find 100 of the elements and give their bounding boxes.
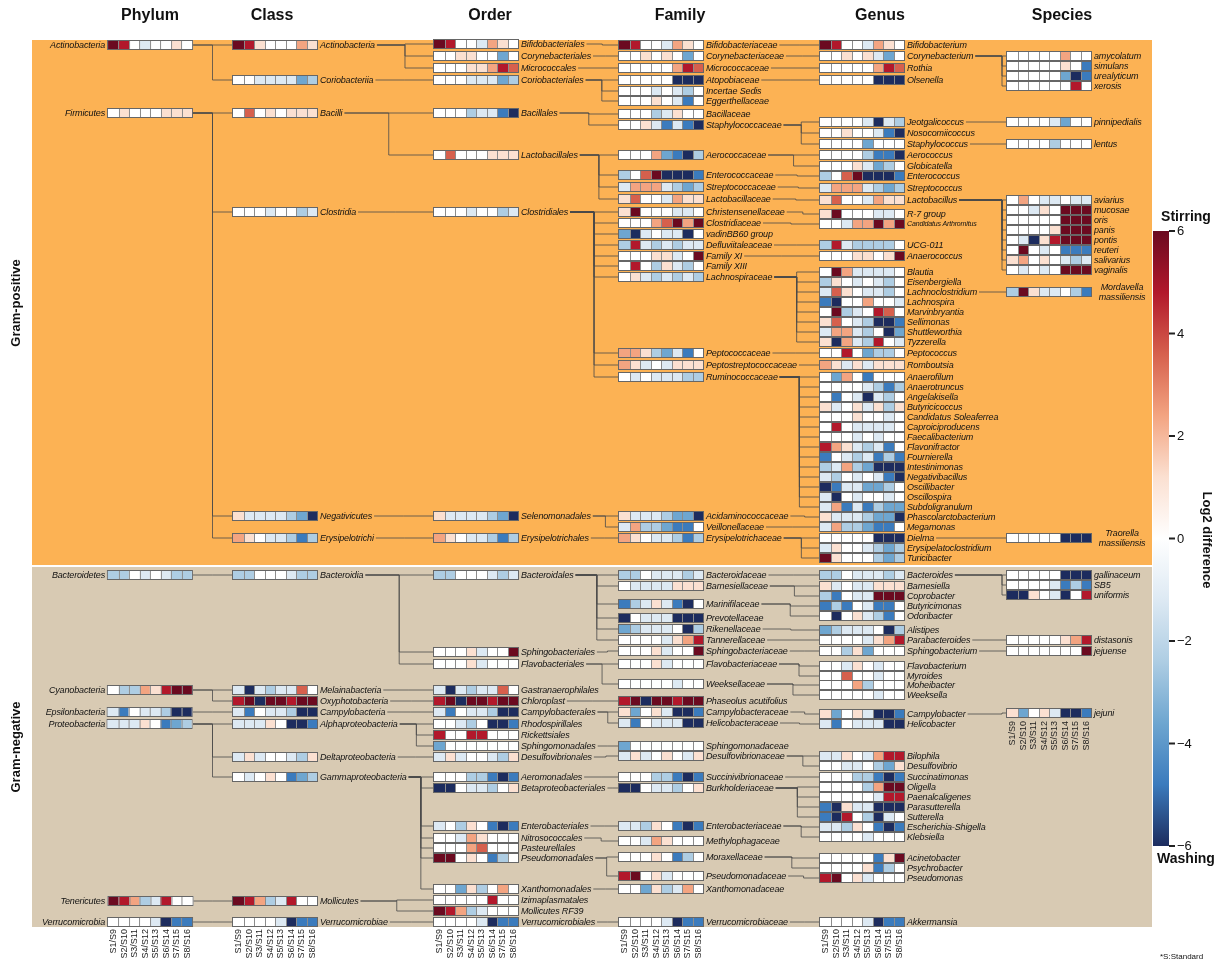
- sample-label: S8/S16: [306, 929, 317, 959]
- tree-connector: [769, 585, 820, 597]
- column-header: Genus: [855, 6, 905, 24]
- scale-title: Log2 difference: [1200, 491, 1215, 589]
- tree-connector: [192, 44, 233, 81]
- column-header: Family: [654, 6, 706, 24]
- tree-connector: [777, 186, 820, 189]
- taxon-label: Dielma: [907, 533, 935, 543]
- sample-label: S2/S10: [444, 929, 455, 959]
- tree-connector: [967, 712, 1007, 715]
- sample-label: S1/S9: [233, 929, 243, 954]
- taxon-label: Romboutsia: [907, 360, 954, 370]
- taxon-label: Bacteroidia: [320, 570, 364, 580]
- sample-label: S3/S11: [254, 929, 264, 958]
- taxon-label: Coriobacteriia: [320, 75, 374, 85]
- taxon-label: Aeromonadales: [521, 772, 583, 782]
- taxon-label: Clostridiales: [521, 207, 569, 217]
- taxon-label: Aerococcus: [907, 150, 953, 160]
- tree-connector: [375, 79, 434, 81]
- taxon-label: Mollicutes RF39: [521, 906, 584, 916]
- taxon-label: Desulfovibrionales: [521, 752, 592, 762]
- tree-connector: [765, 526, 820, 528]
- tree-connector: [344, 112, 434, 156]
- band-label: Gram-positive: [8, 258, 24, 347]
- taxon-label: Rickettsiales: [521, 730, 570, 740]
- taxon-label: gallinaceum: [1094, 570, 1141, 580]
- taxon-label: Helicobacteraceae: [706, 718, 778, 728]
- column-header: Class: [250, 6, 294, 24]
- taxon-label: amycolatum: [1094, 51, 1142, 61]
- taxon-label: aviarius: [1094, 195, 1124, 205]
- tree-connector: [766, 639, 820, 641]
- taxon-label: Erysipelotrichales: [521, 533, 589, 543]
- taxon-label: Enterobacteriaceae: [706, 821, 782, 831]
- taxon-label: jejuense: [1094, 646, 1127, 656]
- taxon-label: Sphingomonadaceae: [706, 741, 789, 751]
- taxon-label: Selenomonadales: [521, 511, 591, 521]
- tree-connector: [575, 574, 619, 641]
- taxon-label: Izimaplasmatales: [521, 895, 589, 905]
- taxon-label: Bacteroidales: [521, 570, 574, 580]
- tree-connector: [559, 112, 619, 126]
- taxon-label: Coriobacteriales: [521, 75, 584, 85]
- taxon-label: Peptococcus: [907, 348, 957, 358]
- tree-connector: [590, 825, 619, 827]
- tree-connector: [789, 515, 820, 518]
- taxon-label: Campylobacteraceae: [706, 707, 789, 717]
- taxon-label: Succinatimonas: [907, 772, 969, 782]
- tree-connector: [783, 124, 820, 145]
- tree-connector: [192, 723, 233, 778]
- taxon-label: Anaerotruncus: [907, 382, 964, 392]
- taxon-label: Anaerococcus: [907, 251, 963, 261]
- taxon-label: Akkermansia: [907, 917, 958, 927]
- tree-connector: [386, 711, 434, 713]
- tree-connector: [590, 537, 619, 539]
- taxon-label: Peptococcaceae: [706, 348, 771, 358]
- sample-label: S2/S10: [118, 929, 129, 959]
- tree-connector: [978, 291, 1007, 293]
- taxon-label: Verrucomicrobiales: [521, 917, 595, 927]
- tree-connector: [592, 515, 619, 528]
- taxon-label: R-7 group: [907, 209, 946, 219]
- taxon-label: Betaproteobacteriales: [521, 783, 606, 793]
- taxon-label: Micrococcales: [521, 63, 577, 73]
- column-header: Species: [1031, 6, 1093, 24]
- taxon-label: Cyanobacteria: [48, 685, 105, 695]
- taxon-label: Bacillaceae: [706, 109, 751, 119]
- taxon-label: Caproiciproducens: [907, 422, 980, 432]
- tree-connector: [376, 44, 434, 69]
- taxon-label: Bifidobacteriaceae: [706, 40, 778, 50]
- taxon-label: Methylophagaceae: [706, 836, 780, 846]
- taxon-label: Helicobacter: [907, 719, 956, 729]
- taxon-label: uniformis: [1094, 590, 1130, 600]
- tree-connector: [192, 689, 233, 702]
- sample-label: S7/S15: [296, 929, 306, 959]
- tree-connector: [597, 745, 619, 747]
- taxon-label: lentus: [1094, 139, 1118, 149]
- taxon-label: Streptococcaceae: [706, 182, 776, 192]
- taxon-label: Pasteurellales: [521, 843, 576, 853]
- tree-connector: [773, 244, 820, 246]
- tree-connector: [397, 756, 434, 758]
- taxon-label: Parasutterella: [907, 802, 961, 812]
- sample-label: S1/S9: [619, 929, 629, 954]
- taxon-label: Sutterella: [907, 812, 944, 822]
- taxon-label: Tannerellaceae: [706, 635, 766, 645]
- tree-connector: [787, 875, 820, 879]
- taxon-label: Nosocomiicoccus: [907, 128, 975, 138]
- sample-label: S4/S12: [264, 929, 275, 959]
- taxon-label: Subdoligranulum: [907, 502, 973, 512]
- taxon-label: Clostridiaceae: [706, 218, 761, 228]
- tree-connector: [770, 67, 820, 69]
- taxon-label: Bacteroidaceae: [706, 570, 767, 580]
- taxon-label: Enterococcus: [907, 171, 960, 181]
- taxon-label: vadinBB60 group: [706, 229, 773, 239]
- taxon-label: Jeotgalicoccus: [907, 117, 964, 127]
- tree-connector: [971, 639, 1007, 641]
- taxon-label: jejuni: [1094, 708, 1115, 718]
- taxon-label: Flavobacteriaceae: [706, 659, 777, 669]
- column-header: Order: [468, 6, 512, 24]
- tick-label: −6: [1177, 839, 1192, 853]
- taxon-label: Negativibacillus: [907, 472, 968, 482]
- tree-connector: [408, 776, 434, 890]
- taxon-label: Verrucomicrobiaceae: [706, 917, 788, 927]
